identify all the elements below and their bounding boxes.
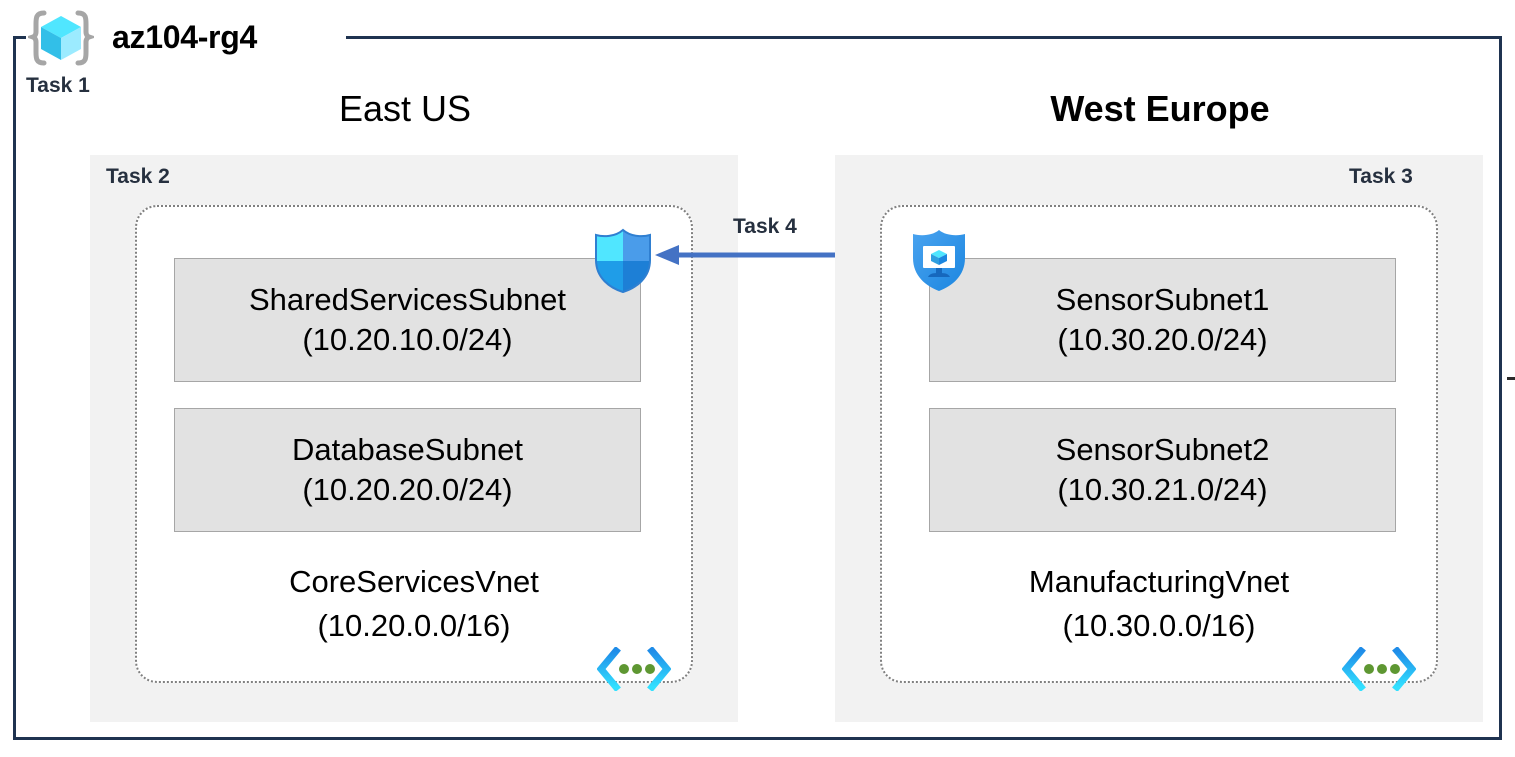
subnet-databasesubnet: DatabaseSubnet (10.20.20.0/24) [174, 408, 641, 532]
subnet-cidr: (10.20.20.0/24) [302, 472, 513, 507]
subnet-cidr: (10.20.10.0/24) [302, 322, 513, 357]
subnet-name: SensorSubnet1 [1055, 282, 1270, 317]
task-label-2: Task 2 [106, 165, 170, 188]
task-label-1: Task 1 [26, 74, 90, 97]
subnet-sharedservicessubnet: SharedServicesSubnet (10.20.10.0/24) [174, 258, 641, 382]
subnet-sensorsubnet2: SensorSubnet2 (10.30.21.0/24) [929, 408, 1396, 532]
subnet-name: SensorSubnet2 [1055, 432, 1270, 467]
task-label-3: Task 3 [1349, 165, 1413, 188]
vnet-cidr: (10.30.0.0/16) [1062, 608, 1256, 643]
vnet-caption-manufacturingvnet: ManufacturingVnet (10.30.0.0/16) [880, 560, 1438, 648]
region-title-east-us: East US [338, 88, 472, 129]
resource-group-border [13, 36, 1502, 740]
vnet-cidr: (10.20.0.0/16) [317, 608, 511, 643]
subnet-sensorsubnet1: SensorSubnet1 (10.30.20.0/24) [929, 258, 1396, 382]
resource-group-title-gap [26, 26, 346, 48]
vnet-name: CoreServicesVnet [289, 564, 539, 599]
region-title-west-europe: West Europe [1050, 88, 1270, 129]
vnet-caption-coreservicesvnet: CoreServicesVnet (10.20.0.0/16) [135, 560, 693, 648]
virtual-network-icon [1341, 646, 1417, 692]
resource-group-cube-icon [25, 10, 97, 66]
virtual-network-icon [596, 646, 672, 692]
task-label-4: Task 4 [733, 215, 797, 238]
resource-group-name: az104-rg4 [112, 19, 257, 55]
edge-artifact [1507, 377, 1515, 380]
subnet-name: SharedServicesSubnet [248, 282, 567, 317]
network-security-group-shield-icon [590, 228, 656, 294]
subnet-name: DatabaseSubnet [292, 432, 523, 467]
subnet-cidr: (10.30.21.0/24) [1057, 472, 1268, 507]
vnet-name: ManufacturingVnet [1028, 564, 1290, 599]
subnet-cidr: (10.30.20.0/24) [1057, 322, 1268, 357]
bastion-shield-monitor-icon [908, 228, 970, 294]
